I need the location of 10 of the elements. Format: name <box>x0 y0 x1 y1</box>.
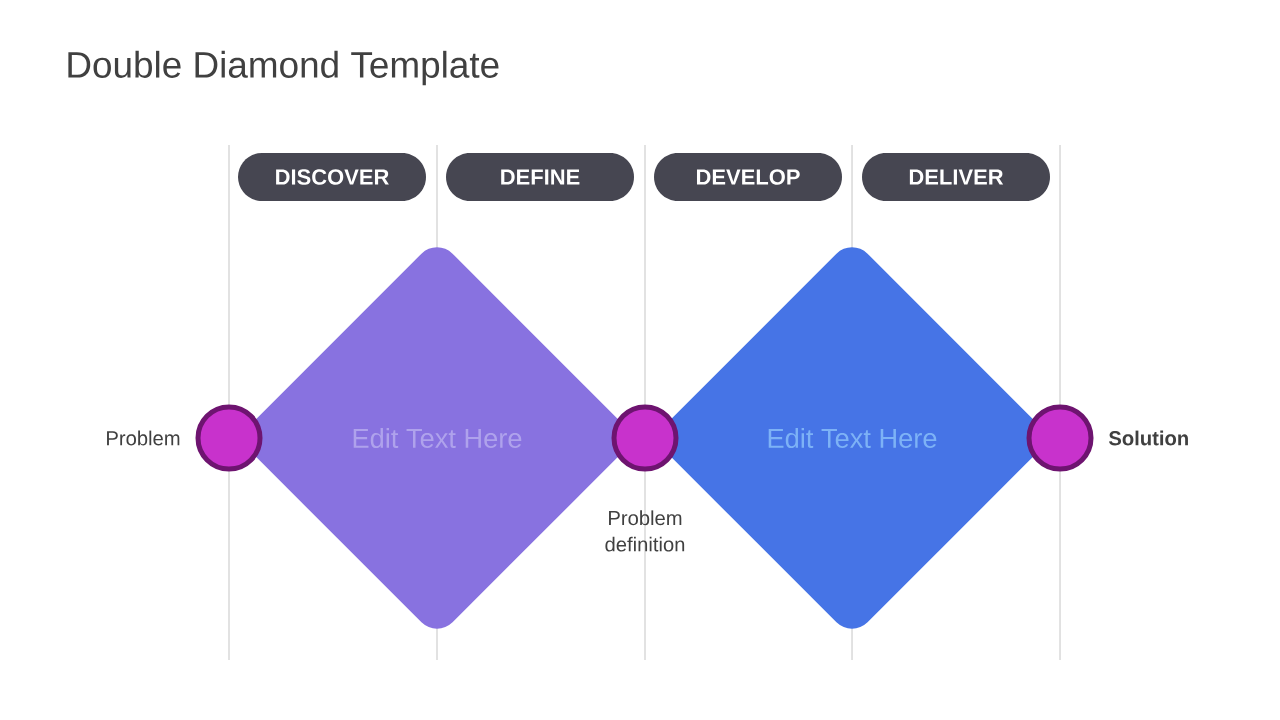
title: Double Diamond Template <box>68 50 499 86</box>
node-caption: Solution <box>1108 430 1188 446</box>
phase-pill: DISCOVER <box>238 153 426 201</box>
milestone-circle <box>611 404 679 472</box>
phase-pill: DEFINE <box>446 153 634 201</box>
phase-pill: DELIVER <box>862 153 1050 201</box>
milestone-circle <box>195 404 263 472</box>
milestone-circle <box>1026 404 1094 472</box>
node-caption: Problem <box>107 430 180 446</box>
phase-pill: DEVELOP <box>654 153 842 201</box>
